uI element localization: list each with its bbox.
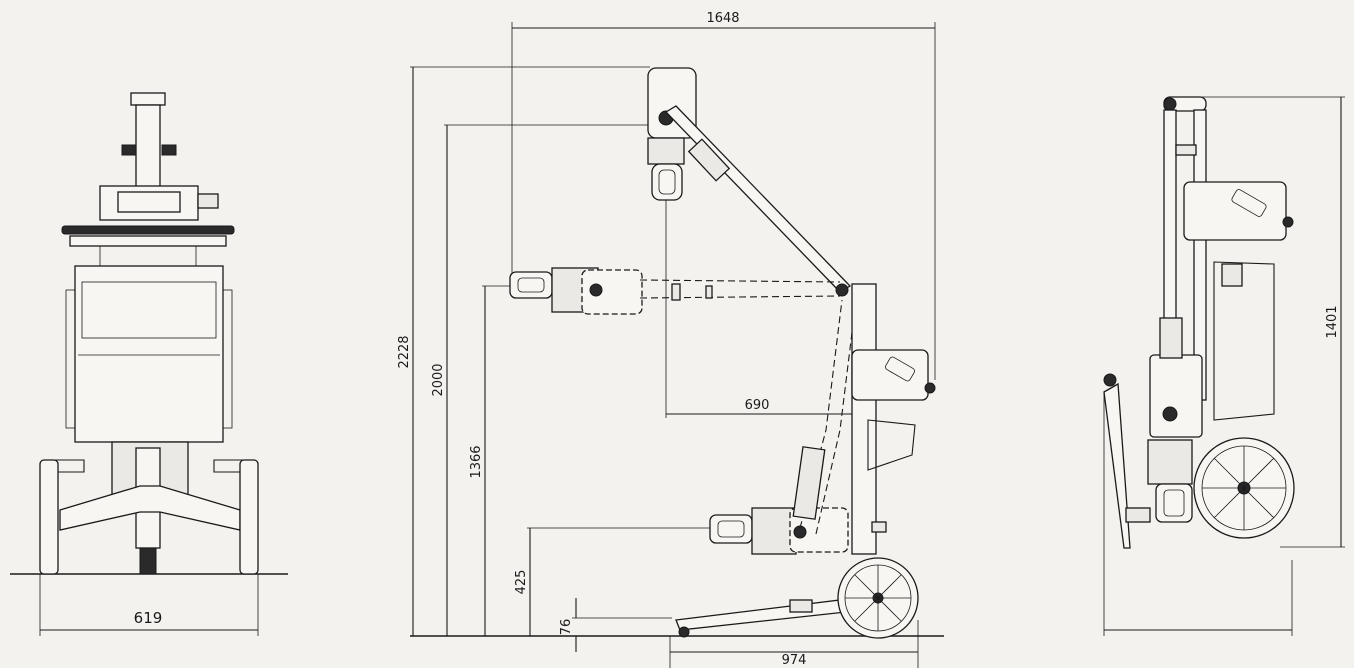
front-width-label: 619: [134, 609, 163, 627]
height-425-label: 425: [514, 570, 529, 595]
front-view: 619: [10, 92, 288, 636]
folded-height-label: 1401: [1325, 305, 1340, 338]
height-1366-label: 1366: [469, 445, 484, 478]
height-2000-label: 2000: [431, 363, 446, 396]
arm-offset-label: 690: [745, 398, 770, 413]
folded-view: 1401: [1103, 96, 1345, 636]
base-length-label: 974: [782, 653, 807, 668]
side-view: 1648 2228 2000 1366 425 76 690 974: [397, 11, 944, 668]
base-clearance-label: 76: [559, 619, 574, 636]
max-height-label: 2228: [397, 335, 412, 368]
overall-reach-label: 1648: [706, 11, 739, 26]
